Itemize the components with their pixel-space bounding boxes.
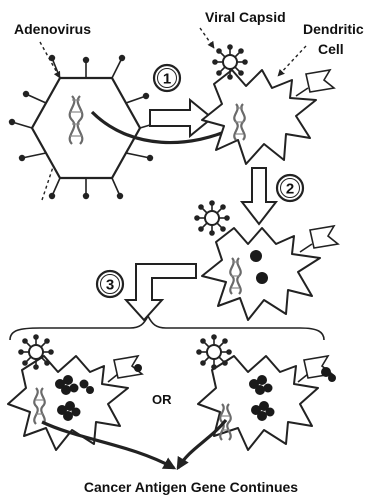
adenovirus-label: Adenovirus	[14, 21, 91, 37]
adenovirus-hexagon	[32, 78, 140, 178]
receptor-flag-top	[296, 70, 334, 96]
antigen-dot-2	[256, 272, 268, 284]
dendritic-label-line1: Dendritic	[303, 21, 364, 37]
receptor-flag-bottom-left	[108, 356, 142, 382]
step3-arrow	[126, 264, 196, 320]
dendritic-cell-body-top	[202, 70, 316, 164]
viral-capsid-label: Viral Capsid	[205, 9, 286, 25]
step-number-3: 3	[106, 277, 114, 294]
dendritic-cell-bottom-left	[8, 356, 142, 450]
receptor-flag-middle	[300, 226, 338, 252]
dendritic-pointer	[278, 46, 306, 76]
viral-capsid-top	[212, 44, 248, 80]
dendritic-cell-body-bottom-right	[198, 356, 318, 450]
viral-capsid-bottom-right	[196, 334, 232, 370]
outcome-brace	[10, 316, 324, 340]
dendritic-cell-top	[202, 70, 334, 164]
or-label: OR	[152, 392, 172, 407]
dendritic-cell-bottom-right	[198, 356, 336, 450]
step2-arrow	[242, 168, 276, 224]
converge-arrow-right	[178, 420, 226, 468]
antigen-dot-1	[250, 250, 262, 262]
viral-capsid-bottom-left	[18, 334, 54, 370]
dendritic-cell-middle	[202, 226, 338, 320]
step-badge-2: 2	[277, 175, 303, 201]
step-number-1: 1	[163, 71, 171, 88]
receptor-flag-bottom-right	[298, 356, 336, 382]
step-badge-3: 3	[97, 271, 123, 297]
bottom-caption: Cancer Antigen Gene Continues	[84, 479, 298, 495]
step1-arrow	[150, 100, 212, 136]
step-badge-1: 1	[154, 65, 180, 91]
capsid-pointer	[200, 28, 214, 48]
viral-capsid-middle	[194, 200, 230, 236]
converge-arrow-left	[42, 422, 174, 468]
adenovirus-particle	[9, 55, 163, 199]
dendritic-label-line2: Cell	[318, 41, 344, 57]
step-number-2: 2	[286, 181, 294, 198]
